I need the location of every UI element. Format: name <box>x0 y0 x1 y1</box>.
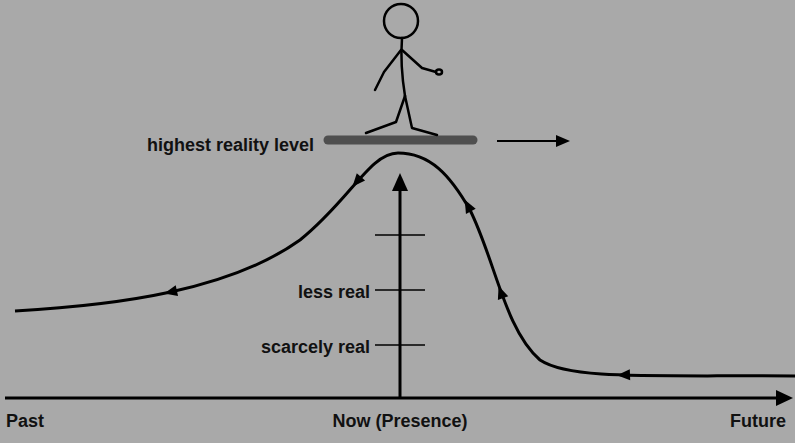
figure-arm <box>402 50 436 72</box>
motion-arrow <box>497 140 558 142</box>
tick-mark <box>375 234 425 236</box>
figure-leg <box>405 96 437 135</box>
axis-label: Future <box>730 410 786 432</box>
axis-arrowhead <box>776 390 793 406</box>
curve-arrowhead <box>617 369 630 380</box>
flow-arrowheads <box>163 173 630 380</box>
axis-label: Now (Presence) <box>332 410 467 432</box>
figure-leg <box>366 96 405 133</box>
present-platform <box>328 136 473 145</box>
curve-arrowhead <box>460 197 476 214</box>
figure-head <box>384 4 418 38</box>
reality-curve <box>15 153 795 376</box>
tick-mark <box>375 344 425 346</box>
figure-hand <box>436 70 442 75</box>
tick-label: scarcely real <box>261 336 370 358</box>
reality-axis <box>399 188 402 398</box>
curve-arrowhead <box>163 285 178 299</box>
time-axis <box>5 397 780 400</box>
tick-label: less real <box>298 281 370 303</box>
figure-arm <box>375 50 401 90</box>
curve-arrowhead <box>493 284 508 300</box>
axis-label: Past <box>6 410 44 432</box>
level-label: highest reality level <box>147 134 314 156</box>
tick-mark <box>375 289 425 291</box>
figure-body <box>401 38 405 96</box>
curve-arrowhead <box>348 173 365 190</box>
motion-arrowhead <box>556 135 570 147</box>
walking-figure <box>366 4 442 135</box>
axis-arrowhead <box>392 173 408 191</box>
